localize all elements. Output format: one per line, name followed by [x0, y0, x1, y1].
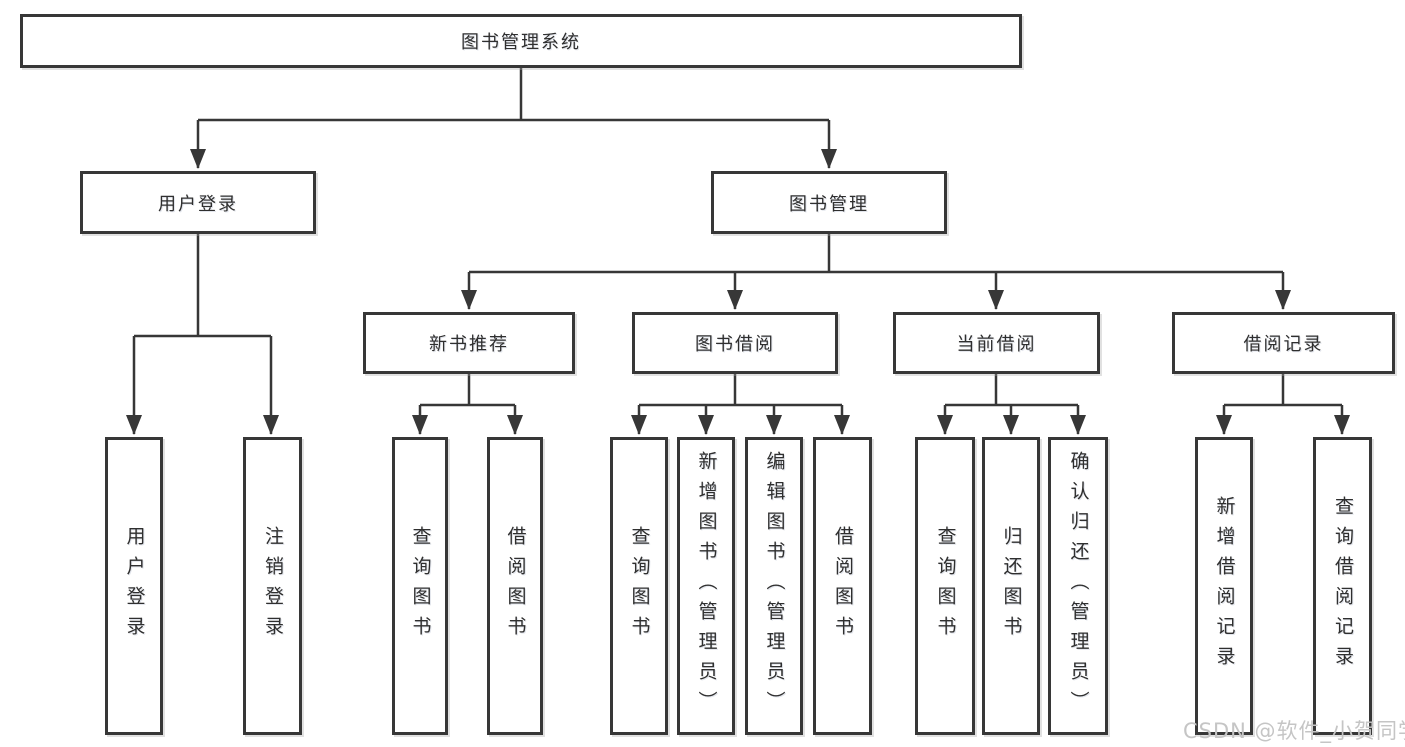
leaf-logout: 注销登录: [243, 437, 302, 735]
leaf-current-confirm-return-admin: 确认归还（管理员）: [1048, 437, 1108, 735]
leaf-borrowing-edit-books-admin: 编辑图书（管理员）: [745, 437, 803, 735]
leaf-newbooks-query-books: 查询图书: [392, 437, 448, 735]
node-root-library-management-system: 图书管理系统: [20, 14, 1022, 68]
leaf-current-return-books: 归还图书: [982, 437, 1040, 735]
leaf-records-query-borrow-record: 查询借阅记录: [1313, 437, 1372, 735]
leaf-borrowing-query-books: 查询图书: [610, 437, 668, 735]
leaf-user-login: 用户登录: [105, 437, 163, 735]
leaf-borrowing-add-books-admin: 新增图书（管理员）: [677, 437, 735, 735]
node-new-book-recommendation: 新书推荐: [363, 312, 575, 374]
leaf-newbooks-borrow-books: 借阅图书: [487, 437, 543, 735]
node-borrowing-records: 借阅记录: [1172, 312, 1395, 374]
csdn-watermark: CSDN @软件_小贺同学: [1183, 719, 1405, 743]
node-book-management: 图书管理: [711, 171, 947, 234]
node-current-borrowing: 当前借阅: [893, 312, 1100, 374]
leaf-records-add-borrow-record: 新增借阅记录: [1195, 437, 1253, 735]
leaf-current-query-books: 查询图书: [915, 437, 975, 735]
node-book-borrowing: 图书借阅: [632, 312, 838, 374]
node-user-login: 用户登录: [80, 171, 316, 234]
leaf-borrowing-borrow-books: 借阅图书: [813, 437, 872, 735]
